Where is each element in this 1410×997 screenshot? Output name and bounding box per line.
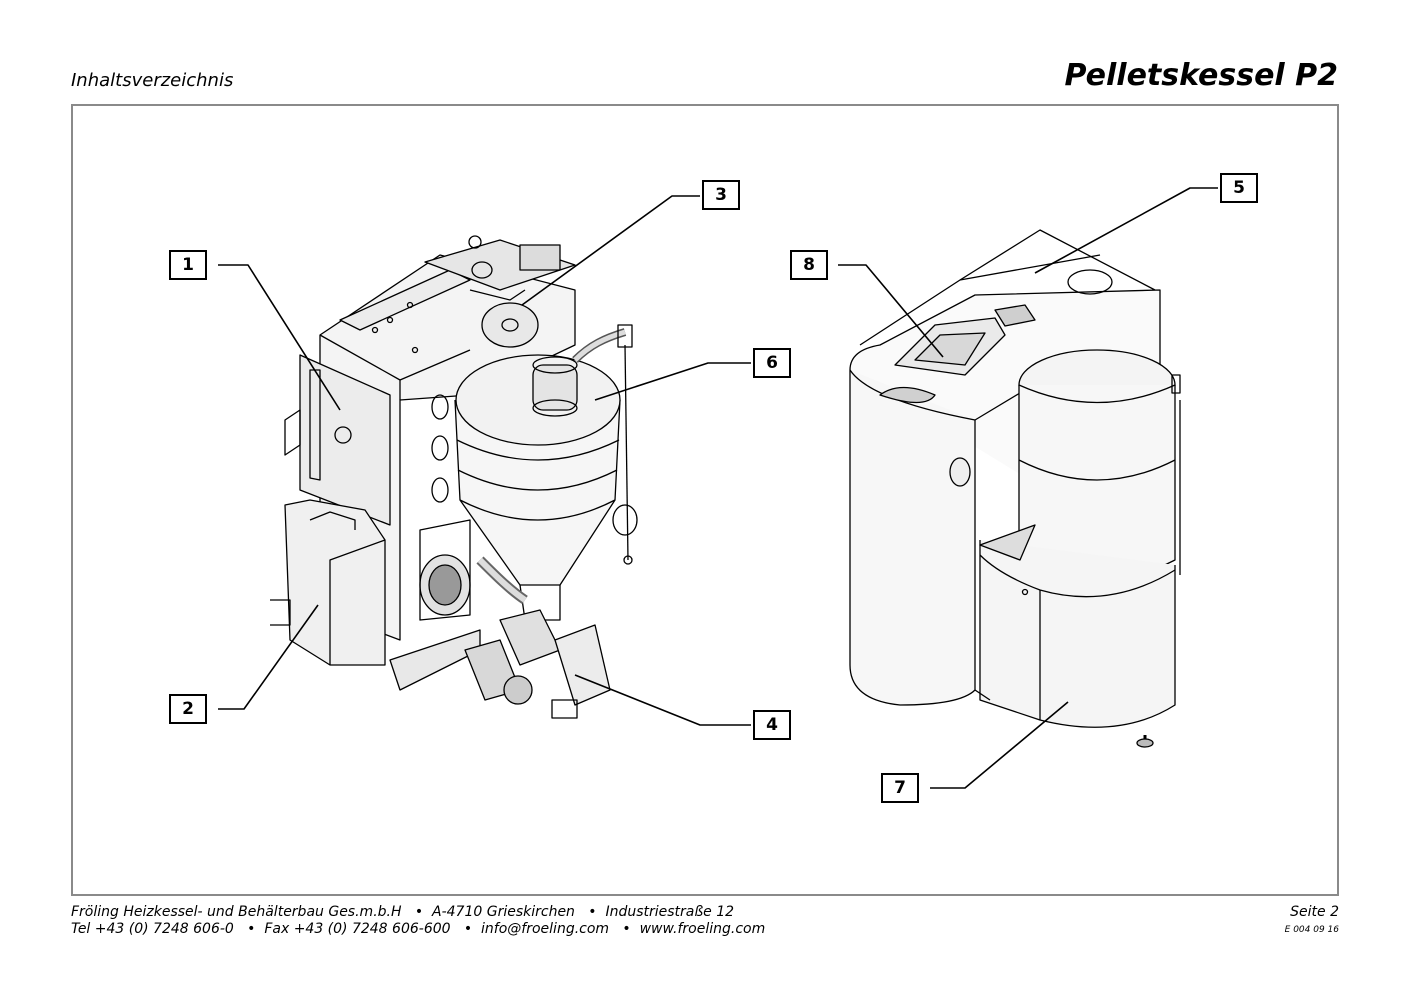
callout-2: 2 [169, 694, 207, 724]
callout-6: 6 [753, 348, 791, 378]
callout-8: 8 [790, 250, 828, 280]
section-title: Inhaltsverzeichnis [71, 70, 234, 91]
illustration-frame [71, 104, 1339, 896]
boiler-casing-drawing [849, 229, 1181, 748]
callout-7: 7 [881, 773, 919, 803]
document-code: E 004 09 16 [1284, 925, 1339, 935]
footer-contact-line: Tel +43 (0) 7248 606-0 • Fax +43 (0) 724… [71, 921, 766, 937]
page-number: Seite 2 [1290, 904, 1339, 920]
document-title: Pelletskessel P2 [1064, 58, 1338, 93]
callout-3: 3 [702, 180, 740, 210]
footer-company-line: Fröling Heizkessel- und Behälterbau Ges.… [71, 904, 735, 920]
boiler-internals-drawing [270, 235, 638, 719]
callout-5: 5 [1220, 173, 1258, 203]
callout-4: 4 [753, 710, 791, 740]
callout-1: 1 [169, 250, 207, 280]
callout-leader-lines [218, 187, 1218, 789]
